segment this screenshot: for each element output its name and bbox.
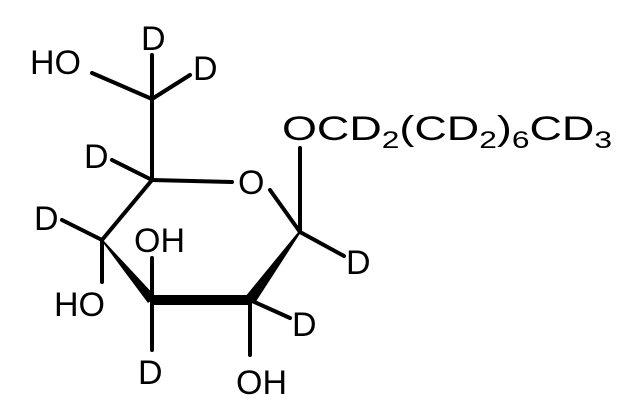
atom-label-d-c6-upper: D — [141, 20, 166, 58]
side-chain-sub-4: 3 — [594, 127, 612, 154]
bond-o-ring-c1 — [268, 188, 302, 234]
side-chain-cd: CD — [530, 110, 595, 148]
atom-label-d-c5: D — [84, 138, 109, 176]
side-chain-oc: OCD — [282, 110, 382, 148]
side-chain-close: ) — [497, 110, 512, 148]
atom-label-oh-c2: OH — [236, 364, 287, 402]
atom-label-ring-oxygen: O — [238, 164, 264, 202]
wedge-bond-c2-c1 — [245, 231, 301, 303]
atom-label-ho-c4: HO — [54, 286, 105, 324]
atom-label-oh-c3: OH — [134, 222, 185, 260]
bond-c6-d-right — [150, 73, 192, 101]
bold-bond-c3-c2 — [150, 295, 250, 305]
bond-c4-d — [60, 218, 104, 242]
bond-ho-c6 — [90, 71, 154, 101]
wedge-bond-c4-c3 — [101, 240, 156, 303]
atom-label-d-c6-right: D — [193, 50, 218, 88]
bond-c5-d — [110, 158, 154, 182]
atom-label-d-c1: D — [346, 244, 371, 282]
side-chain-sub-1: 2 — [382, 127, 400, 154]
bond-c5-c4 — [100, 178, 154, 242]
side-chain-open: (CD — [399, 110, 479, 148]
side-chain-sub-2: 2 — [479, 127, 497, 154]
bond-c5-o-ring — [150, 178, 234, 184]
bond-c1-d — [298, 230, 346, 258]
atom-label-d-c4: D — [34, 200, 59, 238]
atom-label-ho-c6: HO — [30, 44, 81, 82]
atom-label-d-c3: D — [138, 354, 163, 392]
atom-label-d-c2: D — [292, 306, 317, 344]
side-chain-sub-3: 6 — [512, 127, 530, 154]
bonds — [60, 53, 346, 357]
bond-c2-d — [248, 298, 292, 320]
